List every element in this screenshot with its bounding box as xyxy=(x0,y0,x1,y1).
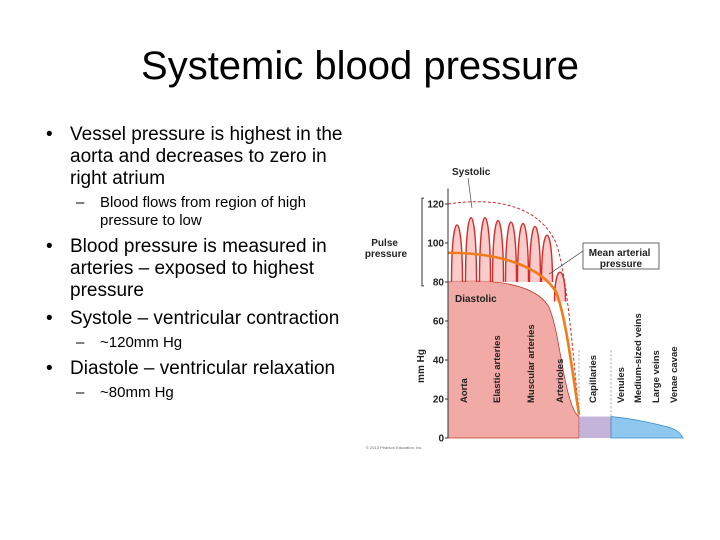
systolic-envelope xyxy=(447,201,580,415)
vessel-label: Muscular arteries xyxy=(526,324,537,403)
pulse-pressure-bracket xyxy=(421,197,424,287)
bullet-icon: • xyxy=(46,358,53,379)
diagram-labels: Systolic Diastolic Pulse pressure Mean a… xyxy=(365,167,680,450)
dash-icon: – xyxy=(76,334,85,351)
mean-arterial-label: Mean arterial pressure xyxy=(589,248,653,270)
sub-bullet-text: ~80mm Hg xyxy=(100,384,174,401)
bullet-icon: • xyxy=(46,124,53,145)
pressure-wave xyxy=(464,216,478,283)
sub-list: – Blood flows from region of high pressu… xyxy=(70,194,349,230)
pressure-wave xyxy=(491,219,505,283)
mean-arterial-box xyxy=(582,242,660,270)
slide-title: Systemic blood pressure xyxy=(141,44,579,88)
bullet-icon: • xyxy=(46,308,53,329)
bullet-item: • Blood pressure is measured in arteries… xyxy=(44,236,349,302)
pulse-pressure-label: Pulse pressure xyxy=(365,238,408,260)
vessel-label: Venules xyxy=(616,367,627,403)
sub-bullet-item: – Blood flows from region of high pressu… xyxy=(70,194,349,230)
mean-arterial-pointer xyxy=(548,250,584,275)
blood-pressure-diagram: Systolic Diastolic Pulse pressure Mean a… xyxy=(365,167,684,450)
sub-bullet-text: ~120mm Hg xyxy=(100,334,183,351)
vessel-label: Elastic arteries xyxy=(492,335,503,403)
mean-arterial-line-2: pressure xyxy=(600,259,643,270)
pressure-wave xyxy=(553,271,567,302)
bullet-item: • Vessel pressure is highest in the aort… xyxy=(44,124,349,230)
dash-icon: – xyxy=(76,194,85,211)
guide-lines xyxy=(447,177,660,438)
y-tick-label: 20 xyxy=(433,395,445,406)
vessel-label: Large veins xyxy=(651,350,662,403)
vessel-label: Capillaries xyxy=(588,355,599,403)
y-axis-label: mm Hg xyxy=(416,349,427,383)
mean-arterial-line-1: Mean arterial xyxy=(589,248,651,259)
y-tick-label: 120 xyxy=(427,200,444,211)
mean-arterial-line xyxy=(447,251,581,415)
pressure-wave xyxy=(516,223,530,283)
capillary-region xyxy=(579,416,611,438)
pressure-wave xyxy=(540,234,554,283)
pressure-wave xyxy=(478,216,492,283)
y-tick-label: 80 xyxy=(433,278,445,289)
pressure-axis xyxy=(421,188,449,439)
bullet-item: • Systole – ventricular contraction – ~1… xyxy=(44,308,349,352)
vessel-label: Medium-sized veins xyxy=(633,313,644,403)
systolic-pointer xyxy=(467,177,473,208)
region-fills xyxy=(447,280,684,439)
sub-list: – ~80mm Hg xyxy=(70,384,349,402)
vessel-label: Venae cavae xyxy=(669,346,680,403)
pulse-pressure-line-2: pressure xyxy=(365,249,408,260)
pulse-pressure-line-1: Pulse xyxy=(371,238,398,249)
pressure-wave xyxy=(504,221,518,283)
dash-icon: – xyxy=(76,384,85,401)
bullet-text: Diastole – ventricular relaxation xyxy=(70,358,336,379)
bullet-list: • Vessel pressure is highest in the aort… xyxy=(44,124,349,408)
arterial-region xyxy=(447,280,580,439)
sub-bullet-text: Blood flows from region of high pressure… xyxy=(100,194,306,229)
pressure-wave xyxy=(528,226,542,283)
y-tick-label: 0 xyxy=(438,434,444,445)
sub-bullet-item: – ~120mm Hg xyxy=(70,334,349,352)
venous-region xyxy=(610,416,684,439)
vessel-label: Arterioles xyxy=(555,359,566,403)
diastolic-label: Diastolic xyxy=(455,294,497,305)
copyright-text: © 2013 Pearson Education, Inc. xyxy=(366,445,423,450)
systolic-label: Systolic xyxy=(452,167,491,178)
y-tick-label: 100 xyxy=(427,239,444,250)
bullet-text: Systole – ventricular contraction xyxy=(70,308,340,329)
bullet-text: Vessel pressure is highest in the aorta … xyxy=(70,124,343,189)
sub-list: – ~120mm Hg xyxy=(70,334,349,352)
bullet-text: Blood pressure is measured in arteries –… xyxy=(70,236,327,301)
y-tick-label: 60 xyxy=(433,317,445,328)
bullet-item: • Diastole – ventricular relaxation – ~8… xyxy=(44,358,349,402)
bullet-icon: • xyxy=(46,236,53,257)
y-tick-label: 40 xyxy=(433,356,445,367)
sub-bullet-item: – ~80mm Hg xyxy=(70,384,349,402)
vessel-label: Aorta xyxy=(459,377,470,403)
